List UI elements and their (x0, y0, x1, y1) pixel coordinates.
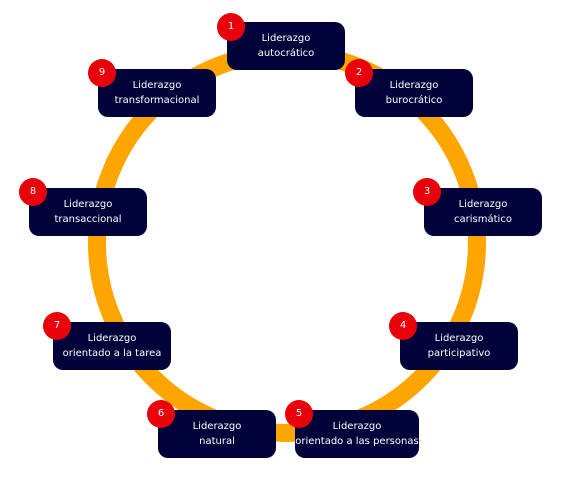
node-label-line2: transaccional (54, 214, 122, 225)
badge-6: 6 (147, 400, 175, 428)
node-carismatico: Liderazgo carismático (424, 188, 542, 236)
node-orientado-tarea: Liderazgo orientado a la tarea (53, 322, 171, 370)
node-burocratico: Liderazgo burocrático (355, 69, 473, 117)
node-label-line2: carismático (454, 214, 512, 225)
node-transaccional: Liderazgo transaccional (29, 188, 147, 236)
node-label-line2: orientado a la tarea (62, 348, 162, 359)
badge-8: 8 (19, 178, 47, 206)
node-label-line2: transformacional (114, 95, 200, 106)
node-label-line2: natural (199, 436, 235, 447)
node-natural: Liderazgo natural (158, 410, 276, 458)
badge-9: 9 (88, 59, 116, 87)
badge-1: 1 (217, 13, 245, 41)
node-label-line1: Liderazgo (132, 80, 182, 91)
node-label-line1: Liderazgo (192, 421, 242, 432)
node-label-line2: orientado a las personas (295, 436, 419, 447)
node-transformacional: Liderazgo transformacional (98, 69, 216, 117)
node-label-line2: participativo (427, 348, 491, 359)
node-label-line2: burocrático (385, 95, 443, 106)
badge-7: 7 (43, 312, 71, 340)
badge-3: 3 (413, 178, 441, 206)
badge-2: 2 (345, 59, 373, 87)
node-label-line1: Liderazgo (332, 421, 382, 432)
node-label-line1: Liderazgo (458, 199, 508, 210)
node-label-line1: Liderazgo (434, 333, 484, 344)
node-label-line1: Liderazgo (63, 199, 113, 210)
node-autocratico: Liderazgo autocrático (227, 22, 345, 70)
node-participativo: Liderazgo participativo (400, 322, 518, 370)
node-orientado-personas: Liderazgo orientado a las personas (295, 410, 419, 458)
node-label-line1: Liderazgo (261, 33, 311, 44)
node-label-line1: Liderazgo (389, 80, 439, 91)
badge-4: 4 (389, 312, 417, 340)
node-label-line2: autocrático (257, 48, 315, 59)
badge-5: 5 (285, 400, 313, 428)
node-label-line1: Liderazgo (87, 333, 137, 344)
